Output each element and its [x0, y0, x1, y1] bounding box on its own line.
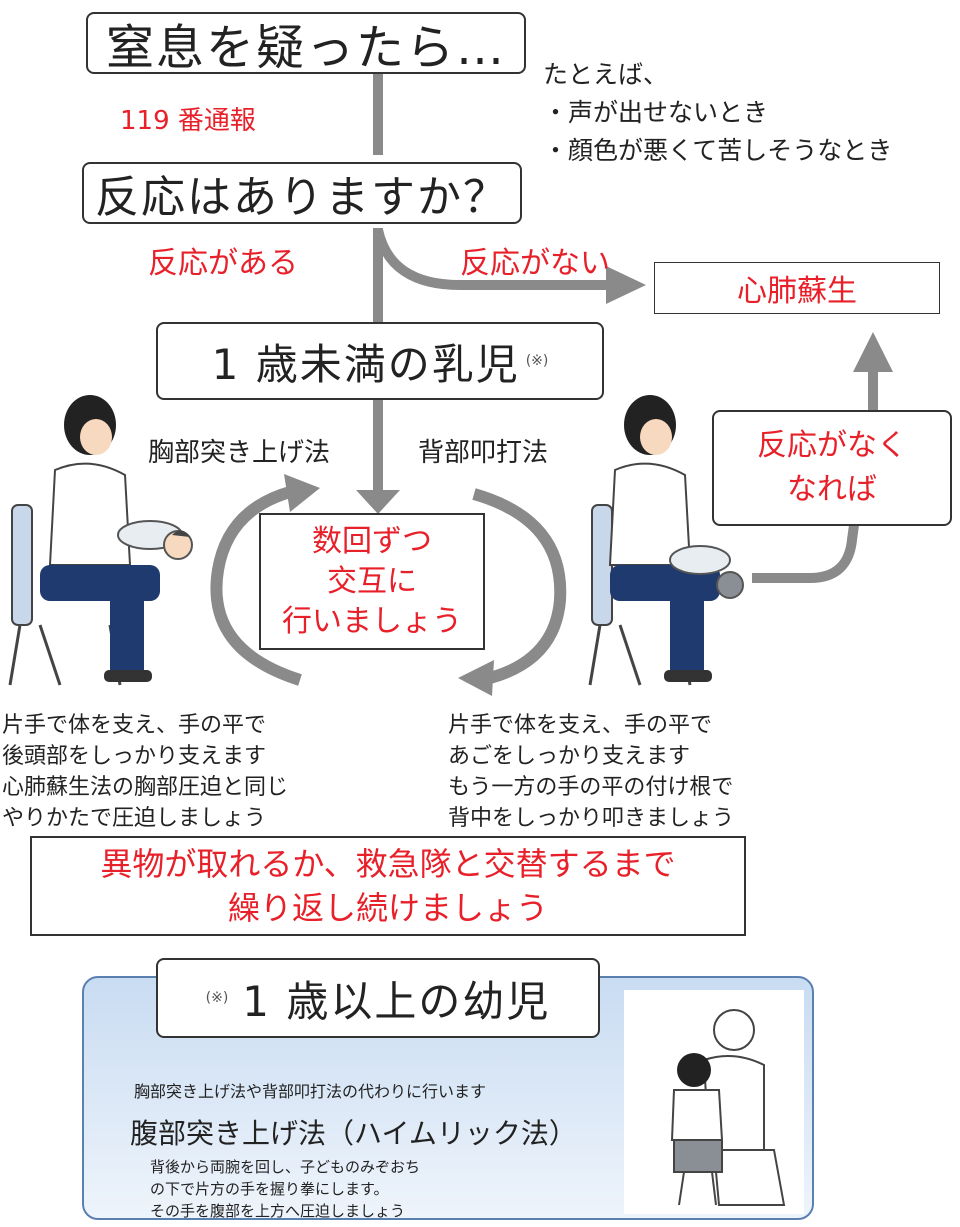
- cpr-text: 心肺蘇生: [737, 274, 857, 309]
- examples-block: たとえば、 ・声が出せないとき ・顔色が悪くて苦しそうなとき: [543, 56, 892, 170]
- examples-heading: たとえば、: [543, 60, 669, 89]
- alternate-line: 交互に: [327, 563, 417, 599]
- infant-text: 1 歳未満の乳児: [211, 339, 520, 389]
- heimlich-desc-line: 背後から両腕を回し、子どものみぞおち: [150, 1158, 421, 1176]
- arrow-to-no-response-later: [752, 524, 859, 583]
- back-blow-caption: 片手で体を支え、手の平で あごをしっかり支えます もう一方の手の平の付け根で 背…: [448, 710, 734, 834]
- caption-line: あごをしっかり支えます: [448, 744, 691, 769]
- heimlich-desc-line: の下で片方の手を握り拳にします。: [150, 1180, 389, 1198]
- no-response-later-line: なれば: [787, 472, 877, 507]
- caption-line: 片手で体を支え、手の平で: [2, 713, 267, 738]
- no-response-later-box: 反応がなく なれば: [712, 410, 952, 526]
- alternate-box: 数回ずつ 交互に 行いましょう: [259, 513, 485, 650]
- cycle-arrowhead-left: [284, 474, 320, 512]
- heimlich-title: 腹部突き上げ法（ハイムリック法）: [130, 1117, 577, 1150]
- repeat-line: 異物が取れるか、救急隊と交替するまで: [100, 845, 676, 883]
- no-response-later-line: 反応がなく: [757, 428, 907, 463]
- responsive-question-box: 反応はありますか？: [82, 162, 522, 224]
- chest-thrust-label: 胸部突き上げ法: [148, 438, 331, 468]
- child-text: 1 歳以上の幼児: [242, 976, 551, 1026]
- cycle-arrow-right: [472, 488, 567, 684]
- caption-line: もう一方の手の平の付け根で: [448, 775, 734, 800]
- repeat-line: 繰り返し続けましょう: [227, 889, 548, 927]
- caption-line: やりかたで圧迫しましょう: [2, 806, 267, 831]
- heimlich-desc-line: その手を腹部を上方へ圧迫しましょう: [150, 1202, 406, 1220]
- suspect-choking-box: 窒息を疑ったら…: [86, 12, 526, 76]
- alternate-line: 数回ずつ: [312, 523, 432, 559]
- child-sub-text: 胸部突き上げ法や背部叩打法の代わりに行います: [134, 1082, 487, 1101]
- heimlich-illustration: [624, 990, 804, 1214]
- chest-thrust-caption: 片手で体を支え、手の平で 後頭部をしっかり支えます 心肺蘇生法の胸部圧迫と同じ …: [2, 710, 288, 834]
- example-item: ・顔色が悪くて苦しそうなとき: [543, 136, 893, 165]
- child-box: (※) 1 歳以上の幼児: [156, 958, 600, 1038]
- alternate-line: 行いましょう: [282, 603, 462, 639]
- back-blow-label: 背部叩打法: [418, 438, 549, 468]
- responsive-question-text: 反応はありますか？: [95, 172, 509, 223]
- repeat-box: 異物が取れるか、救急隊と交替するまで 繰り返し続けましょう: [30, 836, 746, 936]
- cpr-box: 心肺蘇生: [654, 262, 940, 314]
- caption-line: 後頭部をしっかり支えます: [2, 744, 267, 769]
- arrow-head-cpr: [606, 266, 646, 304]
- response-no-label: 反応がない: [460, 246, 610, 281]
- example-item: ・声が出せないとき: [543, 98, 769, 127]
- caption-line: 片手で体を支え、手の平で: [448, 713, 713, 738]
- suspect-choking-text: 窒息を疑ったら…: [105, 20, 506, 76]
- infant-box: 1 歳未満の乳児 (※): [156, 322, 604, 400]
- arrow-head-down: [356, 490, 400, 514]
- caption-line: 心肺蘇生法の胸部圧迫と同じ: [2, 775, 289, 800]
- cycle-arrowhead-right: [458, 660, 494, 696]
- infant-note: (※): [525, 353, 549, 369]
- chest-thrust-illustration: [8, 395, 193, 686]
- response-yes-label: 反応がある: [148, 246, 298, 281]
- arrow-to-cpr: [373, 228, 608, 290]
- call-119-label: 119 番通報: [120, 106, 256, 136]
- cycle-arrow-left: [210, 486, 302, 686]
- caption-line: 背中をしっかり叩きましょう: [448, 806, 735, 831]
- child-note: (※): [205, 990, 229, 1006]
- back-blow-illustration: [588, 395, 744, 686]
- arrow-head-up: [853, 332, 893, 372]
- heimlich-description: 背後から両腕を回し、子どものみぞおち の下で片方の手を握り拳にします。 その手を…: [150, 1156, 420, 1222]
